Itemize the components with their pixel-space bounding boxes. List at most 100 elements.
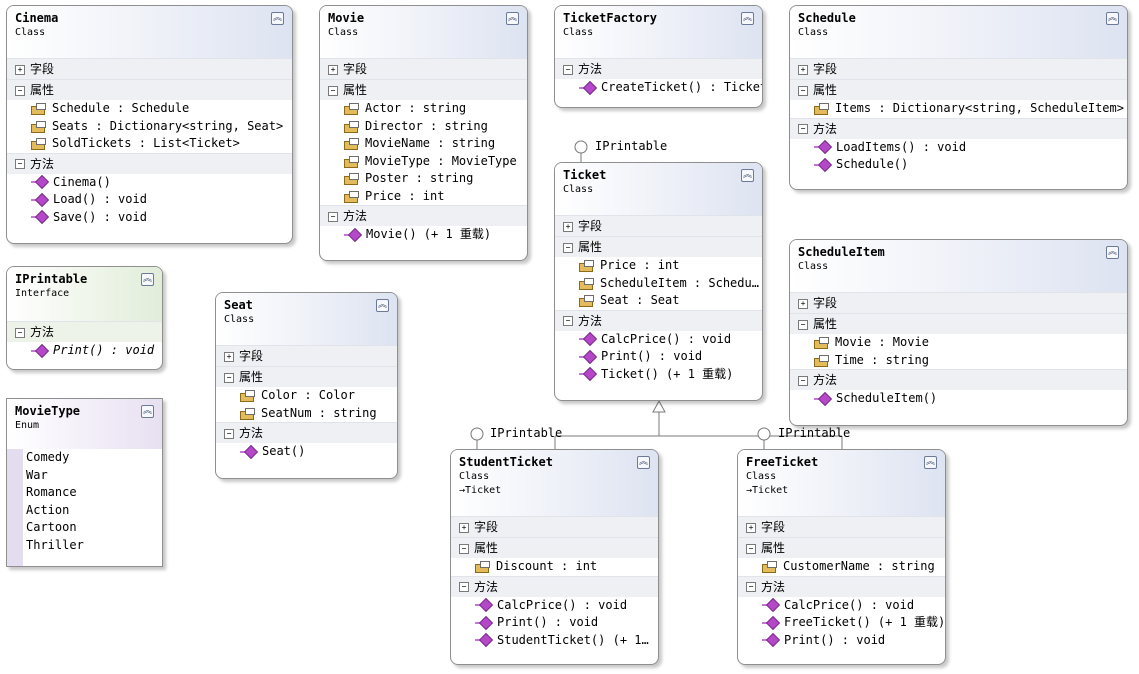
collapse-section-icon[interactable]: − — [15, 85, 25, 96]
collapse-icon[interactable]: ︽ — [741, 169, 754, 182]
method-row[interactable]: CalcPrice() : void — [555, 331, 762, 349]
method-row[interactable]: CalcPrice() : void — [738, 597, 945, 615]
method-row[interactable]: ScheduleItem() — [790, 390, 1127, 408]
schedule-methods-section[interactable]: −方法 — [790, 117, 1127, 139]
expand-icon[interactable]: + — [798, 64, 808, 75]
method-row[interactable]: Print() : void — [738, 632, 945, 650]
method-row[interactable]: CalcPrice() : void — [451, 597, 658, 615]
free-ticket-methods-section[interactable]: −方法 — [738, 575, 945, 597]
enum-value[interactable]: Action — [26, 502, 70, 517]
class-free-ticket[interactable]: FreeTicket Class →Ticket ︽ +字段 −属性 Custo… — [737, 449, 946, 665]
method-row[interactable]: Save() : void — [7, 209, 292, 227]
property-row[interactable]: Schedule : Schedule — [7, 100, 292, 118]
seat-properties-section[interactable]: −属性 — [216, 366, 397, 387]
method-row[interactable]: FreeTicket() (+ 1 重载) — [738, 614, 945, 632]
ticket-properties-section[interactable]: −属性 — [555, 236, 762, 257]
collapse-section-icon[interactable]: − — [746, 582, 756, 592]
free-ticket-properties-section[interactable]: −属性 — [738, 537, 945, 558]
method-row[interactable]: Print() : void — [7, 342, 162, 360]
method-row[interactable]: Print() : void — [451, 614, 658, 632]
property-row[interactable]: Price : int — [320, 188, 527, 206]
property-row[interactable]: Director : string — [320, 118, 527, 136]
collapse-section-icon[interactable]: − — [15, 327, 25, 338]
collapse-icon[interactable]: ︽ — [506, 12, 519, 25]
schedule-fields-section[interactable]: +字段 — [790, 58, 1127, 79]
student-ticket-fields-section[interactable]: +字段 — [451, 516, 658, 537]
method-row[interactable]: Schedule() — [790, 156, 1127, 174]
schedule-properties-section[interactable]: −属性 — [790, 79, 1127, 100]
collapse-section-icon[interactable]: − — [459, 543, 469, 554]
expand-icon[interactable]: + — [746, 522, 756, 533]
iprintable-methods-section[interactable]: −方法 — [7, 321, 162, 342]
collapse-section-icon[interactable]: − — [563, 242, 573, 253]
class-movie[interactable]: Movie Class ︽ +字段 −属性 Actor : string Dir… — [319, 5, 528, 261]
method-row[interactable]: Ticket() (+ 1 重载) — [555, 366, 762, 384]
property-row[interactable]: ScheduleItem : Schedu… — [555, 275, 762, 293]
collapse-icon[interactable]: ︽ — [637, 456, 650, 469]
collapse-section-icon[interactable]: − — [328, 211, 338, 222]
property-row[interactable]: SeatNum : string — [216, 405, 397, 423]
class-ticket-factory[interactable]: TicketFactory Class ︽ −方法 CreateTicket()… — [554, 5, 763, 108]
property-row[interactable]: MovieType : MovieType — [320, 153, 527, 171]
collapse-section-icon[interactable]: − — [328, 85, 338, 96]
collapse-section-icon[interactable]: − — [746, 543, 756, 554]
collapse-icon[interactable]: ︽ — [1106, 246, 1119, 259]
property-row[interactable]: Discount : int — [451, 558, 658, 576]
property-row[interactable]: Price : int — [555, 257, 762, 275]
interface-iprintable[interactable]: IPrintable Interface ︽ −方法 Print() : voi… — [6, 266, 163, 370]
enum-value[interactable]: Cartoon — [26, 520, 77, 535]
property-row[interactable]: CustomerName : string — [738, 558, 945, 576]
class-schedule[interactable]: Schedule Class ︽ +字段 −属性 Items : Diction… — [789, 5, 1128, 190]
property-row[interactable]: SoldTickets : List<Ticket> — [7, 135, 292, 153]
method-row[interactable]: Print() : void — [555, 348, 762, 366]
class-seat[interactable]: Seat Class ︽ +字段 −属性 Color : Color SeatN… — [215, 292, 398, 479]
enum-value[interactable]: War — [26, 467, 48, 482]
property-row[interactable]: Seat : Seat — [555, 292, 762, 310]
schedule-item-properties-section[interactable]: −属性 — [790, 313, 1127, 334]
enum-value[interactable]: Romance — [26, 485, 77, 500]
collapse-section-icon[interactable]: − — [798, 319, 808, 330]
enum-value[interactable]: Comedy — [26, 450, 70, 464]
collapse-icon[interactable]: ︽ — [924, 456, 937, 469]
ticket-fields-section[interactable]: +字段 — [555, 215, 762, 236]
method-row[interactable]: StudentTicket() (+ 1… — [451, 632, 658, 650]
enum-movie-type[interactable]: MovieType Enum ︽ Comedy War Romance Acti… — [6, 398, 163, 567]
collapse-section-icon[interactable]: − — [798, 375, 808, 386]
expand-icon[interactable]: + — [15, 64, 25, 75]
property-row[interactable]: Poster : string — [320, 170, 527, 188]
collapse-section-icon[interactable]: − — [563, 64, 573, 75]
collapse-section-icon[interactable]: − — [15, 159, 25, 169]
movie-fields-section[interactable]: +字段 — [320, 58, 527, 79]
property-row[interactable]: Items : Dictionary<string, ScheduleItem> — [790, 100, 1127, 118]
schedule-item-methods-section[interactable]: −方法 — [790, 369, 1127, 390]
cinema-methods-section[interactable]: −方法 — [7, 152, 292, 174]
collapse-section-icon[interactable]: − — [459, 582, 469, 592]
method-row[interactable]: Load() : void — [7, 191, 292, 209]
collapse-section-icon[interactable]: − — [224, 372, 234, 383]
property-row[interactable]: Color : Color — [216, 387, 397, 405]
collapse-icon[interactable]: ︽ — [376, 299, 389, 312]
collapse-section-icon[interactable]: − — [563, 316, 573, 326]
expand-icon[interactable]: + — [563, 221, 573, 232]
seat-fields-section[interactable]: +字段 — [216, 345, 397, 366]
method-row[interactable]: Movie() (+ 1 重载) — [320, 226, 527, 244]
movie-methods-section[interactable]: −方法 — [320, 205, 527, 226]
class-student-ticket[interactable]: StudentTicket Class →Ticket ︽ +字段 −属性 Di… — [450, 449, 659, 665]
cinema-properties-section[interactable]: −属性 — [7, 79, 292, 100]
student-ticket-methods-section[interactable]: −方法 — [451, 575, 658, 597]
collapse-icon[interactable]: ︽ — [141, 273, 154, 286]
schedule-item-fields-section[interactable]: +字段 — [790, 292, 1127, 313]
collapse-section-icon[interactable]: − — [798, 85, 808, 96]
ticket-methods-section[interactable]: −方法 — [555, 309, 762, 331]
class-cinema[interactable]: Cinema Class ︽ +字段 −属性 Schedule : Schedu… — [6, 5, 293, 244]
movie-properties-section[interactable]: −属性 — [320, 79, 527, 100]
expand-icon[interactable]: + — [328, 64, 338, 75]
free-ticket-fields-section[interactable]: +字段 — [738, 516, 945, 537]
method-row[interactable]: CreateTicket() : Ticket — [555, 79, 762, 97]
property-row[interactable]: MovieName : string — [320, 135, 527, 153]
collapse-section-icon[interactable]: − — [224, 428, 234, 439]
property-row[interactable]: Movie : Movie — [790, 334, 1127, 352]
collapse-section-icon[interactable]: − — [798, 124, 808, 134]
collapse-icon[interactable]: ︽ — [1106, 12, 1119, 25]
expand-icon[interactable]: + — [798, 298, 808, 309]
